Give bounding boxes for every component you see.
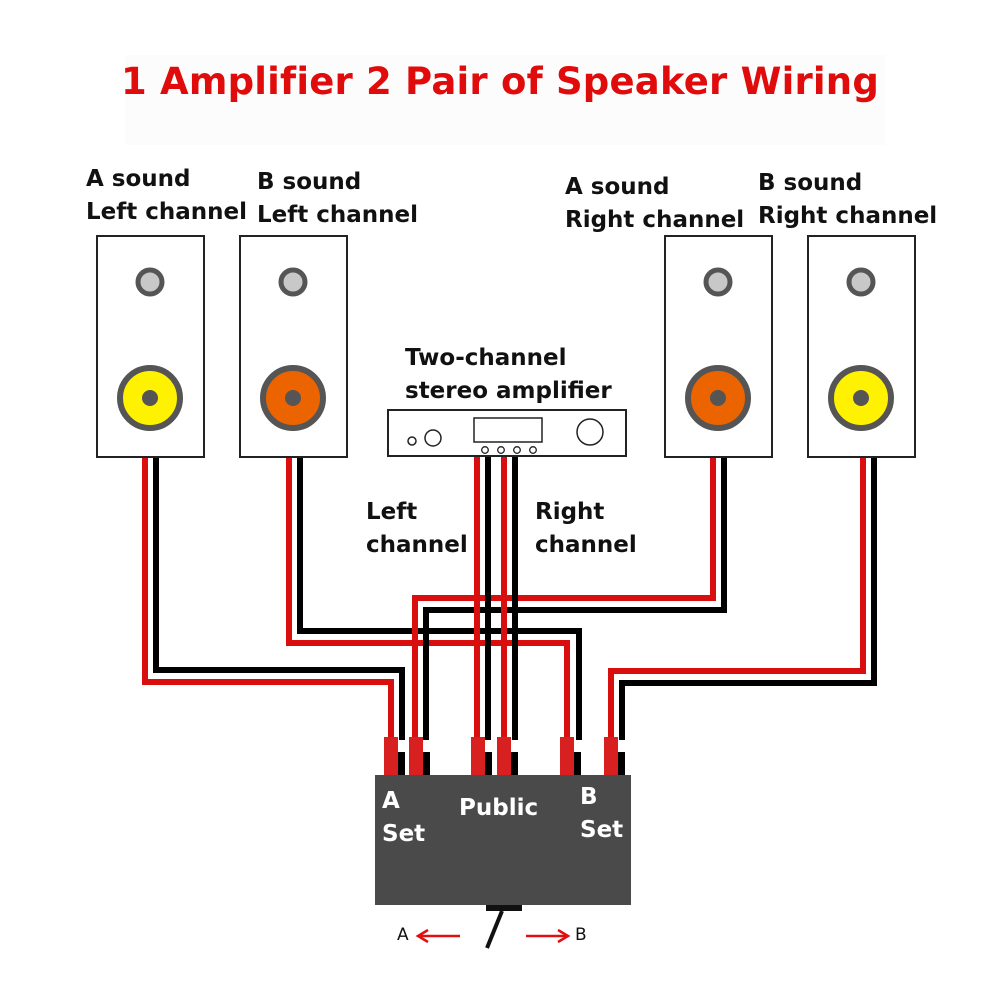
speaker-switch-box [375, 775, 631, 949]
a-set-label-line1: A [382, 788, 400, 814]
plugs [384, 737, 625, 777]
plug-negative [618, 752, 625, 777]
amplifier-display [473, 417, 543, 443]
diagram-title: 1 Amplifier 2 Pair of Speaker Wiring [120, 60, 880, 103]
tweeter-icon [846, 267, 876, 297]
tweeter-icon [135, 267, 165, 297]
speaker-label-line1: B sound [758, 170, 863, 196]
woofer-dustcap [142, 390, 158, 406]
speaker-label-line2: Right channel [758, 203, 938, 229]
plug-positive [471, 737, 485, 777]
wire-a-right-negative [423, 456, 727, 740]
right-channel-label: Right channel [535, 496, 637, 562]
left-channel-label-line1: Left [366, 499, 418, 525]
plug-negative [511, 752, 518, 777]
speaker-label-b-left: B sound Left channel [257, 166, 418, 232]
wires [142, 455, 877, 740]
plug-positive [409, 737, 423, 777]
wire-a-left-positive [142, 456, 394, 740]
b-set-label: B Set [580, 781, 623, 847]
right-channel-label-line1: Right [535, 499, 605, 525]
tweeter-icon [278, 267, 308, 297]
a-set-label: A Set [382, 785, 425, 851]
speaker-label-line2: Right channel [565, 207, 745, 233]
amplifier-volume-knob-icon [576, 418, 604, 446]
speaker-label-a-right: A sound Right channel [565, 171, 744, 237]
amplifier [387, 409, 627, 457]
speaker-label-line2: Left channel [86, 199, 248, 225]
speaker-label-line2: Left channel [257, 202, 419, 228]
arrow-a-label: A [397, 925, 409, 945]
selector-knob-base [486, 905, 522, 911]
left-channel-label: Left channel [366, 496, 468, 562]
woofer-dustcap [285, 390, 301, 406]
amplifier-terminal [529, 446, 537, 454]
b-set-label-line1: B [580, 784, 598, 810]
wire-a-right-positive [412, 456, 716, 740]
amplifier-terminal [497, 446, 505, 454]
amplifier-knob-icon [424, 429, 442, 447]
wire-a-left-negative [153, 456, 405, 740]
plug-positive [384, 737, 398, 777]
switch-box-body [375, 775, 631, 905]
title-background [125, 55, 885, 145]
plug-positive [604, 737, 618, 777]
plug-negative [485, 752, 492, 777]
speaker-label-a-left: A sound Left channel [86, 163, 247, 229]
amplifier-label-line1: Two-channel [405, 345, 567, 371]
plug-negative [398, 752, 405, 777]
speaker-a-left [96, 235, 205, 458]
b-set-label-line2: Set [580, 817, 624, 843]
wire-b-right-positive [608, 456, 866, 740]
arrow-a-head [415, 928, 429, 944]
speaker-label-line1: B sound [257, 169, 362, 195]
wire-b-left-negative [297, 456, 582, 740]
amplifier-terminal [513, 446, 521, 454]
plug-positive [560, 737, 574, 777]
plug-positive [497, 737, 511, 777]
woofer-dustcap [710, 390, 726, 406]
speaker-label-b-right: B sound Right channel [758, 167, 937, 233]
arrow-b-label: B [575, 925, 587, 945]
left-channel-label-line2: channel [366, 532, 468, 558]
speaker-b-right [807, 235, 916, 458]
selector-lever[interactable] [485, 910, 504, 949]
speaker-a-right [664, 235, 773, 458]
woofer-dustcap [853, 390, 869, 406]
right-channel-label-line2: channel [535, 532, 637, 558]
tweeter-icon [703, 267, 733, 297]
plug-negative [423, 752, 430, 777]
arrow-b-head [557, 928, 571, 944]
speaker-b-left [239, 235, 348, 458]
public-label: Public [459, 795, 539, 821]
speaker-label-line1: A sound [565, 174, 670, 200]
amplifier-label-line2: stereo amplifier [405, 378, 612, 404]
amplifier-label: Two-channel stereo amplifier [405, 342, 612, 408]
wire-b-right-negative [619, 456, 877, 740]
a-set-label-line2: Set [382, 821, 426, 847]
plug-negative [574, 752, 581, 777]
amplifier-small-knob-icon [407, 436, 417, 446]
speaker-label-line1: A sound [86, 166, 191, 192]
amplifier-terminal [481, 446, 489, 454]
